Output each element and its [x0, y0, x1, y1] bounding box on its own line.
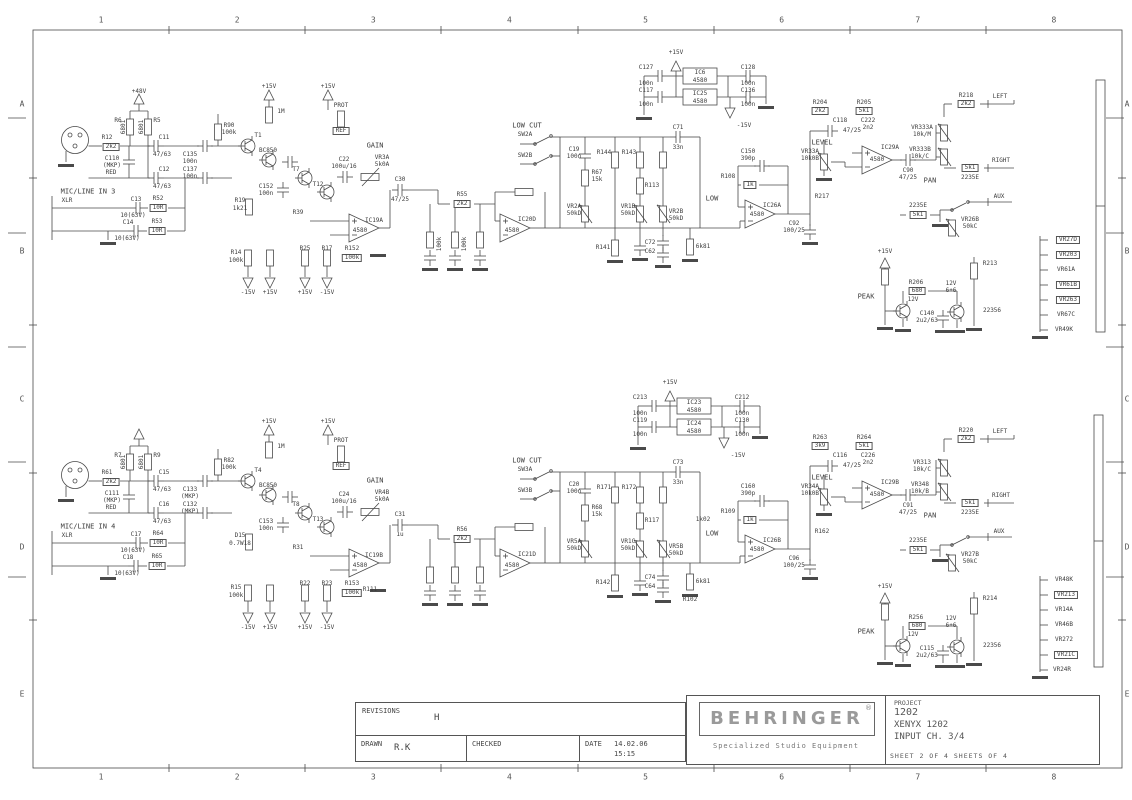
grid-row-label: E: [19, 689, 25, 699]
behringer-logo: BEHRINGER ®: [699, 702, 875, 736]
grid-col-label: 8: [1051, 772, 1057, 782]
drawn-by: R.K: [394, 743, 411, 753]
grid-col-label: 5: [643, 772, 648, 782]
project-label: PROJECT: [894, 699, 922, 707]
drawn-label: DRAWN: [361, 740, 383, 748]
logo-cell: BEHRINGER ® Specialized Studio Equipment: [687, 696, 885, 764]
date-cell: DATE 14.02.06 15:15: [579, 736, 687, 761]
date-value: 14.02.06: [614, 740, 648, 748]
revision-letter: H: [434, 713, 440, 723]
grid-col-label: 1: [98, 15, 104, 25]
date-label: DATE: [585, 740, 602, 748]
grid-row-label: D: [19, 542, 25, 552]
grid-col-label: 3: [370, 772, 376, 782]
grid-col-label: 8: [1051, 15, 1057, 25]
grid-col-label: 6: [779, 15, 785, 25]
grid-col-label: 3: [370, 15, 376, 25]
grid-row-label: C: [1124, 394, 1130, 404]
grid-col-label: 7: [915, 15, 921, 25]
project-model: XENYX 1202: [894, 720, 949, 730]
project-cell: PROJECT 1202 XENYX 1202 INPUT CH. 3/4 SH…: [885, 696, 1099, 764]
grid-row-label: B: [19, 246, 25, 256]
netstack-top-linework: [1032, 236, 1048, 339]
grid-row-label: B: [1124, 246, 1130, 256]
frame: [32, 29, 1123, 769]
channel-3-linework: [52, 90, 1014, 333]
checked-label: CHECKED: [472, 740, 502, 748]
grid-col-label: 7: [915, 772, 921, 782]
edge-connector-bars: [1093, 79, 1106, 668]
revision-block: REVISIONS H DRAWN R.K CHECKED DATE 14.02…: [355, 702, 686, 762]
psu-bottom-linework: [630, 391, 768, 450]
project-number: 1202: [894, 707, 919, 718]
title-block: BEHRINGER ® Specialized Studio Equipment…: [686, 695, 1100, 765]
checked-cell: CHECKED: [466, 736, 579, 761]
grid-row-label: E: [1124, 689, 1130, 699]
netstack-bottom-linework: [1032, 576, 1048, 679]
grid-row-label: A: [1124, 99, 1130, 109]
time-value: 15:15: [614, 750, 636, 758]
fold-marks: [8, 117, 1124, 578]
grid-col-label: 6: [779, 772, 785, 782]
grid-row-label: A: [19, 99, 25, 109]
drawn-cell: DRAWN R.K: [356, 736, 466, 761]
grid-row-label: D: [1124, 542, 1130, 552]
grid-col-label: 2: [234, 15, 240, 25]
frame-ticks: [29, 26, 1126, 772]
grid-col-label: 4: [507, 15, 512, 25]
sheet-title: INPUT CH. 3/4: [894, 732, 965, 742]
revisions-title: REVISIONS: [362, 707, 400, 715]
psu-top-linework: [636, 61, 774, 120]
grid-col-label: 5: [643, 15, 648, 25]
logo-text: BEHRINGER: [710, 708, 864, 729]
revision-header: REVISIONS H: [356, 703, 685, 736]
grid-row-label: C: [19, 394, 25, 404]
sheet-info: SHEET 2 OF 4 SHEETS OF 4: [890, 752, 1008, 760]
logo-tagline: Specialized Studio Equipment: [712, 742, 859, 750]
grid-col-label: 4: [507, 772, 512, 782]
grid-col-label: 2: [234, 772, 240, 782]
channel-4-linework: [52, 425, 1014, 668]
registered-mark-icon: ®: [865, 704, 872, 712]
grid-col-label: 1: [98, 772, 104, 782]
